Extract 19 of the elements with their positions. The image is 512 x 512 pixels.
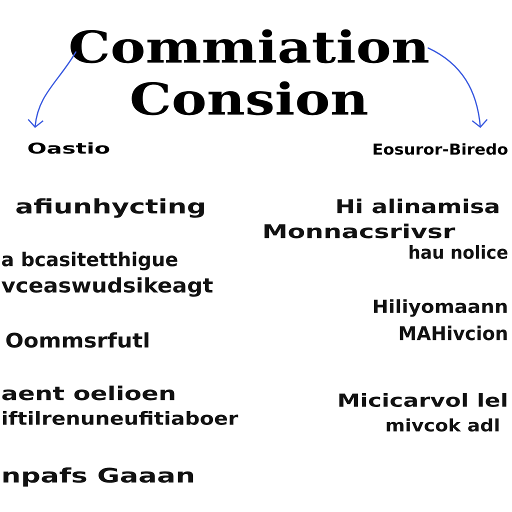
body-text: mivcok adl [386, 418, 499, 432]
body-text: a bcasitetthigue [2, 252, 178, 270]
body-text: hau nolice [410, 245, 508, 259]
body-text: MAHivcion [400, 326, 507, 340]
body-text: Micicarvol lel [339, 393, 506, 407]
node-label: Oastio [28, 142, 110, 154]
body-text: Hi alinamisa [337, 198, 498, 214]
body-text: afiunhycting [16, 198, 204, 218]
heading: Commiation Consion [70, 29, 428, 116]
node-label: Eosuror-Biredo [374, 143, 508, 155]
body-text: Monnacsrivsr [264, 224, 456, 238]
body-text: Hiliyomaann [374, 299, 507, 317]
curved-arrow [428, 47, 488, 128]
body-text: vceaswudsikeagt [2, 277, 213, 297]
body-text: iftilrenuneufitiaboer [2, 411, 238, 425]
curved-arrow [28, 51, 76, 128]
body-text: Oommsrfutl [6, 332, 148, 348]
body-text: npafs Gaaan [4, 467, 194, 487]
body-text: aent oelioen [2, 386, 174, 400]
